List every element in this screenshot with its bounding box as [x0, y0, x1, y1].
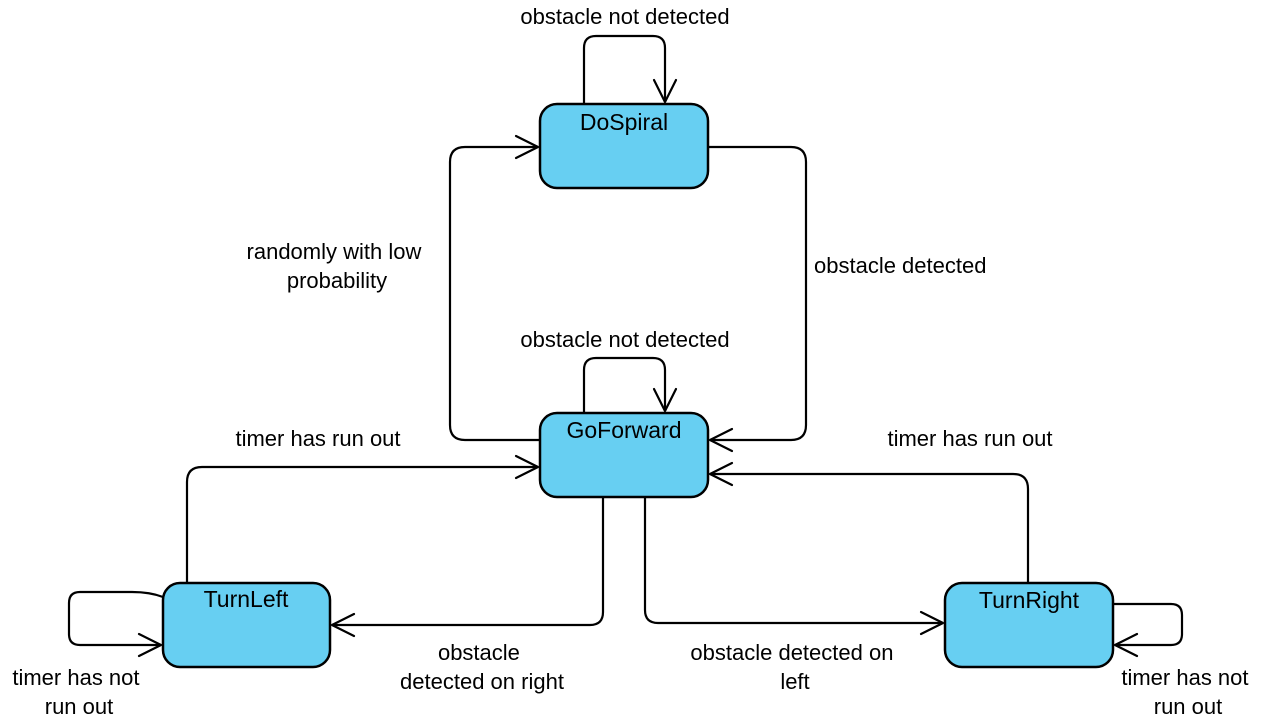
label-turnright-self-line1: timer has not — [1121, 665, 1248, 690]
label-goforward-to-dospiral-line1: randomly with low — [247, 239, 422, 264]
label-dospiral-self: obstacle not detected — [520, 4, 729, 29]
label-turnleft-self-line2: run out — [45, 694, 114, 719]
edge-goforward-to-dospiral — [448, 134, 540, 442]
label-turnleft-self: timer has not run out — [12, 665, 145, 719]
label-turnright-self: timer has not run out — [1121, 665, 1254, 719]
state-dospiral[interactable]: DoSpiral — [538, 102, 710, 190]
edge-turnright-self-loop — [1113, 602, 1184, 658]
edge-turnleft-self-loop — [67, 590, 164, 658]
edge-dospiral-to-goforward — [708, 145, 808, 453]
label-goforward-to-turnleft-line2: detected on right — [400, 669, 564, 694]
state-goforward-label: GoForward — [566, 417, 681, 443]
label-goforward-to-dospiral-line2: probability — [287, 268, 387, 293]
edge-goforward-self-loop — [582, 356, 678, 413]
label-turnright-self-line2: run out — [1154, 694, 1223, 719]
state-turnleft[interactable]: TurnLeft — [161, 581, 332, 669]
edge-turnright-to-goforward — [708, 461, 1030, 583]
edge-dospiral-self-loop — [582, 34, 678, 104]
label-goforward-to-turnleft: obstacle detected on right — [400, 640, 564, 694]
label-turnleft-to-goforward: timer has run out — [235, 426, 400, 451]
label-goforward-to-turnright: obstacle detected on left — [690, 640, 899, 694]
edge-goforward-to-turnleft — [330, 497, 605, 638]
label-goforward-to-dospiral: randomly with low probability — [247, 239, 428, 293]
label-goforward-to-turnright-line2: left — [780, 669, 809, 694]
edge-goforward-to-turnright — [643, 497, 945, 636]
label-goforward-self: obstacle not detected — [520, 327, 729, 352]
state-turnright[interactable]: TurnRight — [943, 581, 1115, 669]
state-goforward[interactable]: GoForward — [538, 411, 710, 499]
label-turnright-to-goforward: timer has run out — [887, 426, 1052, 451]
label-dospiral-to-goforward: obstacle detected — [814, 253, 986, 278]
state-turnleft-label: TurnLeft — [204, 586, 289, 612]
edge-turnleft-to-goforward — [185, 454, 540, 583]
state-turnright-label: TurnRight — [979, 587, 1080, 613]
state-dospiral-label: DoSpiral — [580, 109, 668, 135]
label-turnleft-self-line1: timer has not — [12, 665, 139, 690]
label-goforward-to-turnright-line1: obstacle detected on — [690, 640, 893, 665]
label-goforward-to-turnleft-line1: obstacle — [438, 640, 520, 665]
